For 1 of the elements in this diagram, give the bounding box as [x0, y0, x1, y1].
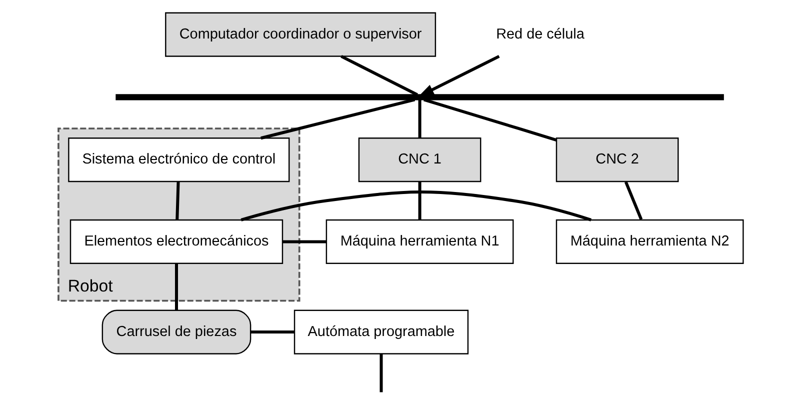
node-text: Red de célula: [496, 26, 584, 42]
